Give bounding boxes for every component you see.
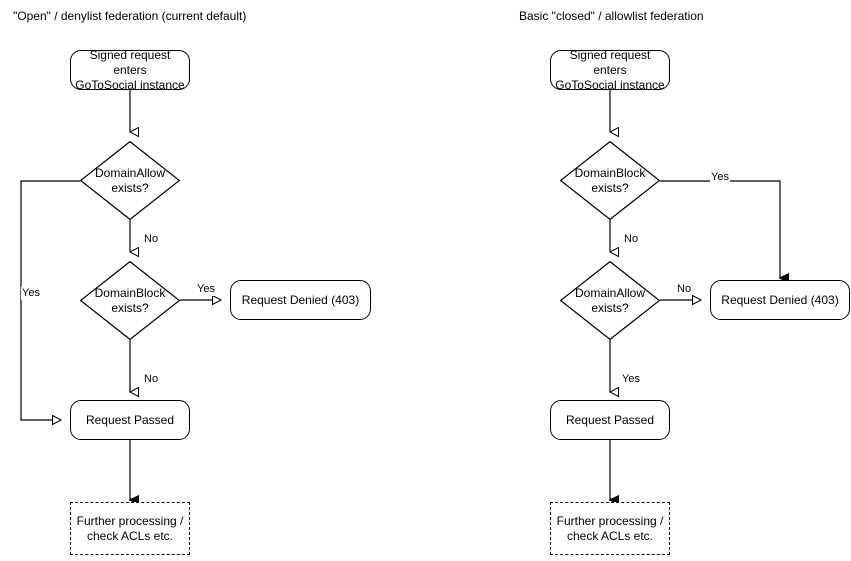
node-request-passed-left[interactable]: Request Passed [70,400,190,440]
node-request-passed-right[interactable]: Request Passed [550,400,670,440]
edge-label-domainallow-no-left: No [143,233,160,246]
diamond-shape-icon [560,261,660,340]
node-further-processing-right[interactable]: Further processing /check ACLs etc. [550,502,670,555]
diagram-title-closed-allowlist: Basic "closed" / allowlist federation [519,9,704,23]
node-request-denied-left[interactable]: Request Denied (403) [230,280,371,320]
edge-domainallow-yes-to-passed [20,180,80,420]
node-further-processing-left[interactable]: Further processing /check ACLs etc. [70,502,190,555]
node-label: Request Passed [85,412,175,427]
edge-label-domainblock-no-left: No [143,373,160,386]
edge-label-domainallow-yes-right: Yes [621,373,641,386]
edge-label-domainallow-yes-left: Yes [21,287,41,300]
node-label: Request Passed [565,412,655,427]
edge-label-domainblock-no-right: No [623,233,640,246]
node-label: Request Denied (403) [241,292,360,307]
node-label: Further processing /check ACLs etc. [556,513,664,543]
diagram-title-open-denylist: "Open" / denylist federation (current de… [13,9,247,23]
edge-label-domainallow-no-right: No [676,283,693,296]
diamond-shape-icon [80,141,180,220]
node-label: Further processing /check ACLs etc. [76,513,184,543]
node-label: Request Denied (403) [721,292,839,307]
diamond-shape-icon [80,261,180,340]
node-request-denied-right[interactable]: Request Denied (403) [710,280,850,320]
edge-label-domainblock-yes-left: Yes [196,283,216,296]
edge-domainblock-yes-to-denied-right [660,180,780,278]
edge-label-domainblock-yes-right: Yes [710,171,730,184]
diamond-shape-icon [560,141,660,220]
